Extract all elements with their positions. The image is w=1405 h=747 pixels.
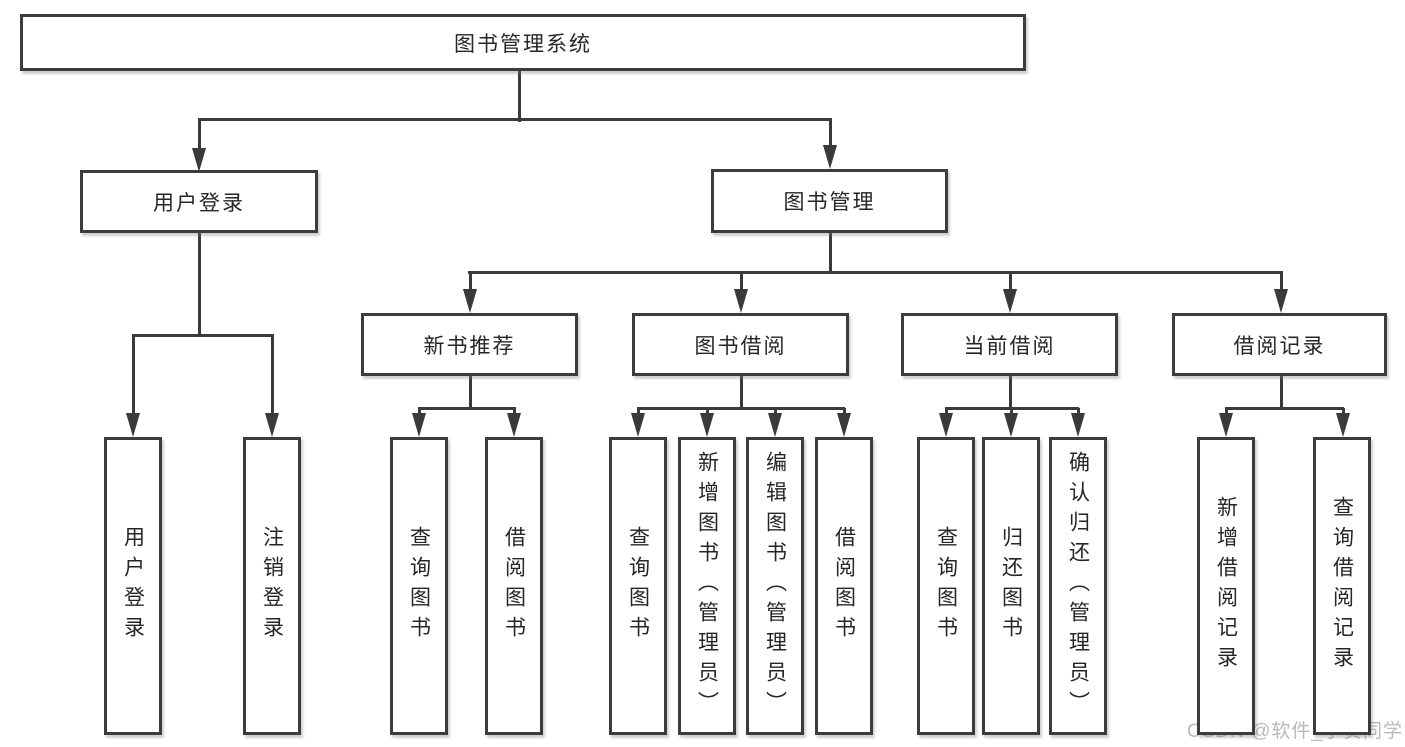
connector-line xyxy=(271,335,274,417)
connector-line xyxy=(198,232,201,337)
connector-line xyxy=(513,408,516,417)
connector-line xyxy=(843,408,846,417)
node-label: 编辑图书（管理员） xyxy=(763,451,787,721)
node-borrow-edit-book-admin: 编辑图书（管理员） xyxy=(746,437,804,735)
node-current-borrow: 当前借阅 xyxy=(901,313,1118,376)
node-book-mgmt: 图书管理 xyxy=(711,169,948,233)
connector-line xyxy=(132,334,274,337)
node-label: 用户登录 xyxy=(153,191,245,215)
node-cur-query-book: 查询图书 xyxy=(917,437,975,735)
connector-line xyxy=(469,272,472,293)
connector-line xyxy=(469,375,472,410)
node-borrow-borrow-book: 借阅图书 xyxy=(815,437,873,735)
connector-line xyxy=(740,272,743,293)
node-label: 当前借阅 xyxy=(963,334,1056,358)
connector-line xyxy=(1280,272,1283,293)
node-root: 图书管理系统 xyxy=(20,14,1026,71)
arrow-down-icon xyxy=(939,413,953,437)
node-new-book-rec: 新书推荐 xyxy=(361,313,578,376)
arrow-down-icon xyxy=(768,413,782,437)
connector-line xyxy=(829,232,832,274)
node-cur-return-book: 归还图书 xyxy=(982,437,1040,735)
node-label: 图书借阅 xyxy=(694,334,787,358)
node-borrow-add-book-admin: 新增图书（管理员） xyxy=(678,437,736,735)
connector-line xyxy=(774,408,777,417)
node-login-user-login: 用户登录 xyxy=(104,437,162,735)
arrow-down-icon xyxy=(1336,413,1350,437)
node-label: 查询图书 xyxy=(934,526,958,646)
connector-line xyxy=(1077,408,1080,417)
node-label: 查询图书 xyxy=(407,526,431,646)
arrow-down-icon xyxy=(837,413,851,437)
arrow-down-icon xyxy=(507,413,521,437)
connector-line xyxy=(198,118,832,121)
connector-line xyxy=(418,407,516,410)
arrow-down-icon xyxy=(1003,289,1017,313)
connector-line xyxy=(1225,408,1228,417)
connector-line xyxy=(1009,272,1012,293)
node-user-login: 用户登录 xyxy=(80,170,318,233)
arrow-down-icon xyxy=(734,289,748,313)
connector-line xyxy=(637,407,845,410)
node-label: 图书管理系统 xyxy=(454,32,592,56)
node-add-borrow-record: 新增借阅记录 xyxy=(1197,437,1255,735)
arrow-down-icon xyxy=(1219,413,1233,437)
arrow-down-icon xyxy=(1274,289,1288,313)
connector-line xyxy=(706,408,709,417)
arrow-down-icon xyxy=(1071,413,1085,437)
node-label: 借阅记录 xyxy=(1233,334,1326,358)
connector-line xyxy=(518,70,521,122)
arrow-down-icon xyxy=(463,289,477,313)
arrow-down-icon xyxy=(1004,413,1018,437)
node-borrow-query-book: 查询图书 xyxy=(609,437,667,735)
node-label: 新书推荐 xyxy=(423,334,516,358)
connector-line xyxy=(740,375,743,410)
node-book-borrow: 图书借阅 xyxy=(632,313,849,376)
connector-line xyxy=(637,408,640,417)
connector-line xyxy=(468,271,1283,274)
node-label: 查询借阅记录 xyxy=(1330,496,1354,676)
node-label: 归还图书 xyxy=(999,526,1023,646)
connector-line xyxy=(1009,375,1012,410)
node-borrow-records: 借阅记录 xyxy=(1172,313,1387,376)
arrow-down-icon xyxy=(265,413,279,437)
connector-line xyxy=(945,408,948,417)
node-label: 确认归还（管理员） xyxy=(1066,451,1090,721)
node-label: 借阅图书 xyxy=(502,526,526,646)
node-login-logout: 注销登录 xyxy=(243,437,301,735)
arrow-down-icon xyxy=(192,148,206,172)
node-label: 图书管理 xyxy=(783,191,876,214)
node-label: 新增图书（管理员） xyxy=(695,451,719,721)
node-cur-confirm-return-admin: 确认归还（管理员） xyxy=(1049,437,1107,735)
connector-line xyxy=(1010,408,1013,417)
node-label: 查询图书 xyxy=(626,526,650,646)
node-label: 新增借阅记录 xyxy=(1214,496,1238,676)
connector-line xyxy=(829,119,832,149)
arrow-down-icon xyxy=(823,145,837,169)
arrow-down-icon xyxy=(412,413,426,437)
node-query-borrow-record: 查询借阅记录 xyxy=(1313,437,1371,735)
connector-line xyxy=(1225,407,1344,410)
node-label: 借阅图书 xyxy=(832,526,856,646)
connector-line xyxy=(198,119,201,152)
connector-line xyxy=(1342,408,1345,417)
node-label: 注销登录 xyxy=(260,526,284,646)
arrow-down-icon xyxy=(126,413,140,437)
node-rec-query-book: 查询图书 xyxy=(390,437,448,735)
arrow-down-icon xyxy=(631,413,645,437)
node-rec-borrow-book: 借阅图书 xyxy=(485,437,543,735)
arrow-down-icon xyxy=(700,413,714,437)
connector-line xyxy=(1280,375,1283,410)
connector-line xyxy=(418,408,421,417)
connector-line xyxy=(132,335,135,417)
node-label: 用户登录 xyxy=(121,526,145,646)
